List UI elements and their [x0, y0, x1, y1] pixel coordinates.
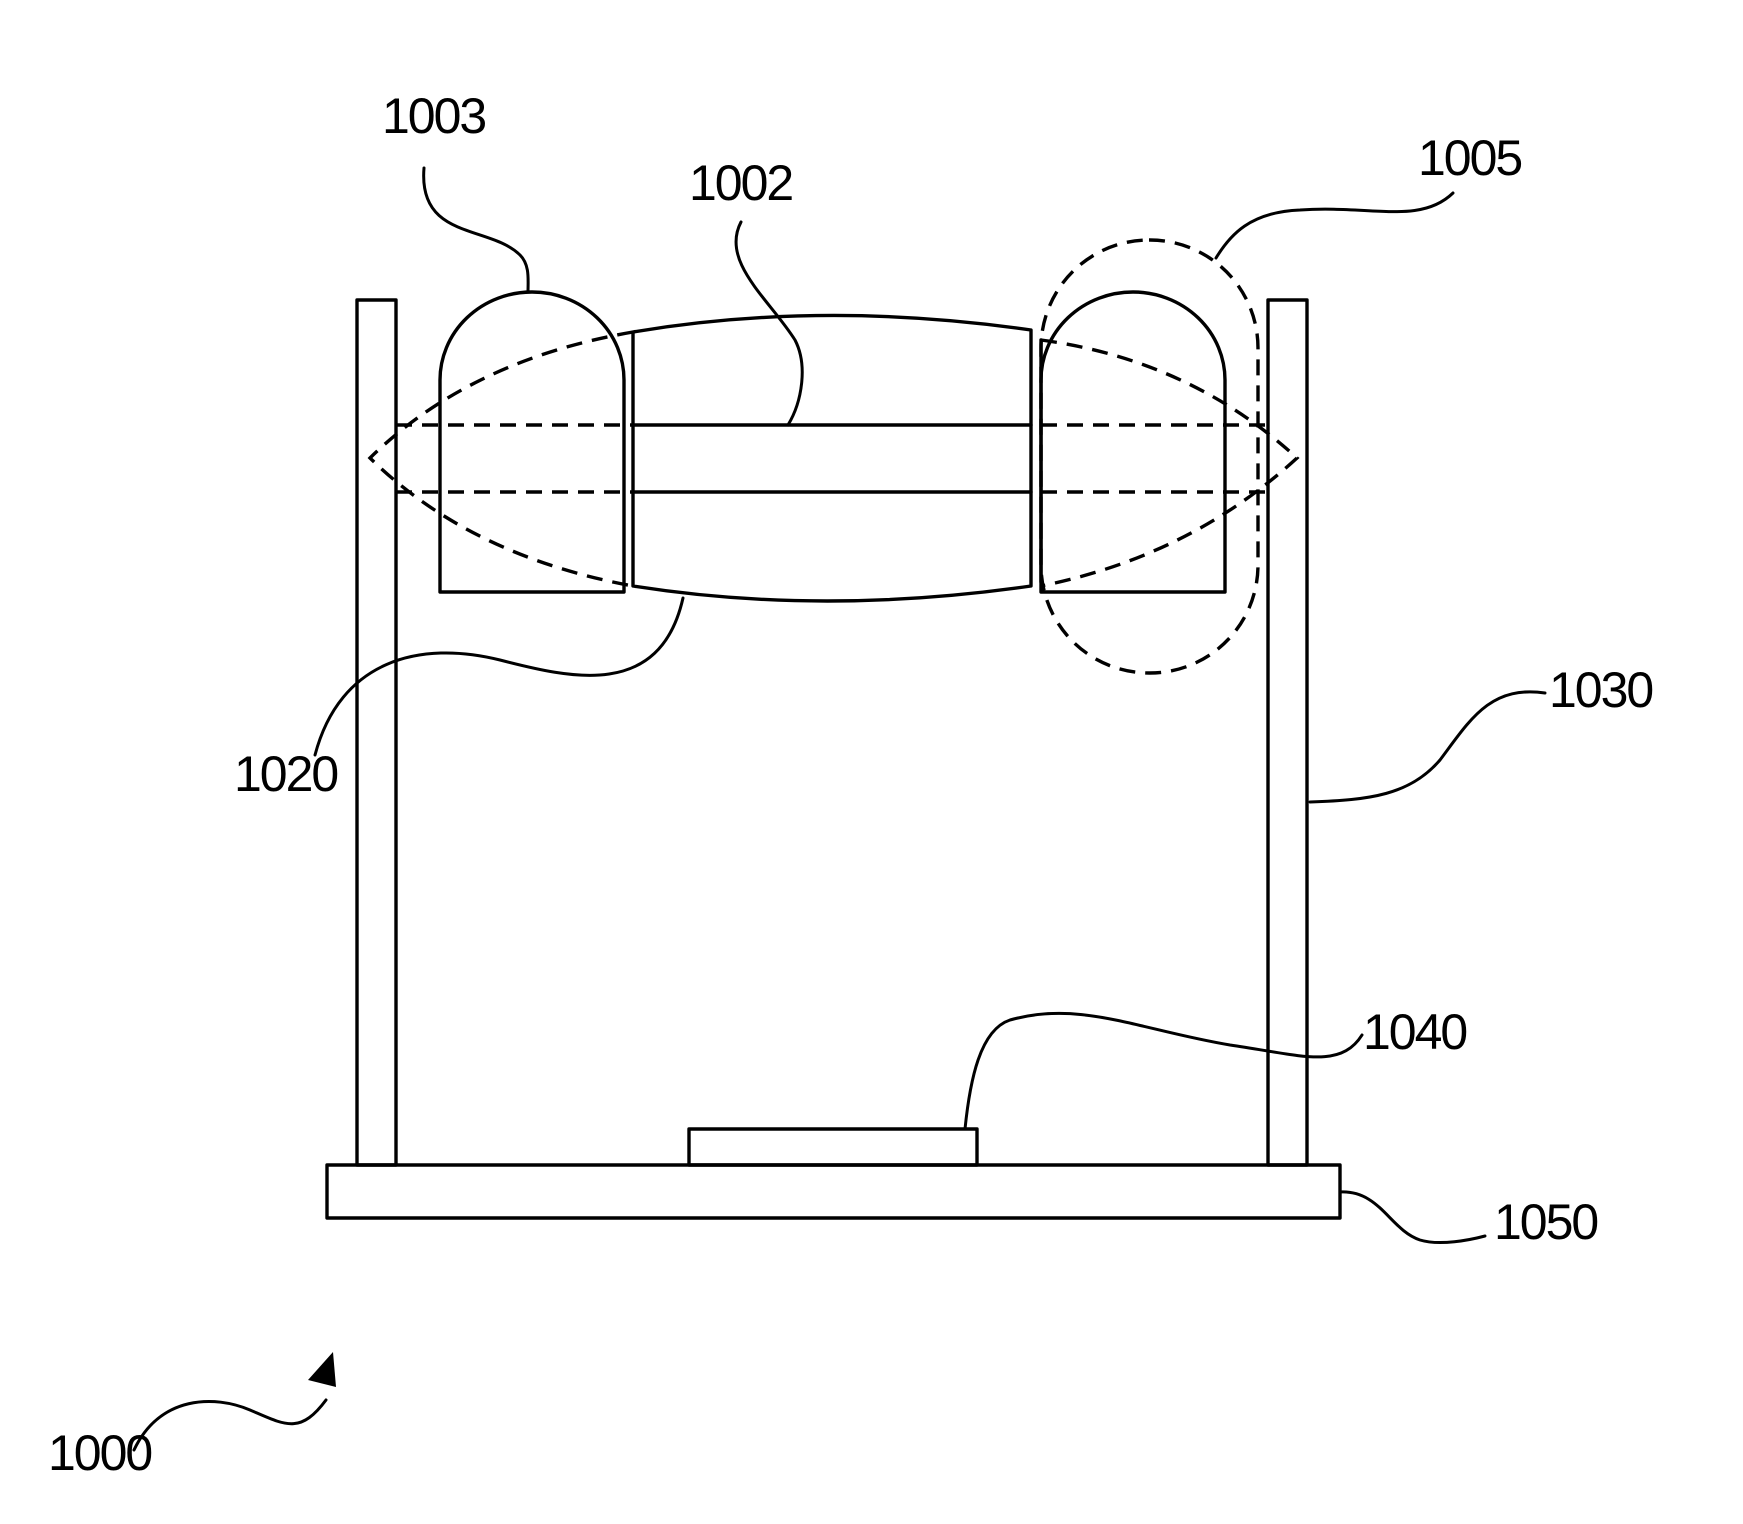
leader-1050 [1340, 1192, 1485, 1243]
dashed-lens-outline-left [370, 332, 633, 586]
label-1000: 1000 [48, 1425, 151, 1481]
left-lens-holder [440, 292, 624, 592]
base-plate [327, 1165, 1340, 1218]
label-1020: 1020 [234, 746, 337, 802]
label-1003: 1003 [382, 88, 485, 144]
leader-1005 [1216, 193, 1453, 258]
leader-1002 [736, 222, 802, 425]
label-1002: 1002 [689, 155, 792, 211]
arrowhead-1000-icon [308, 1352, 336, 1387]
lens-body [633, 315, 1031, 601]
left-post [357, 300, 396, 1165]
label-1040: 1040 [1363, 1004, 1466, 1060]
leader-1020 [315, 598, 683, 755]
label-1005: 1005 [1418, 130, 1521, 186]
leader-1040 [965, 1013, 1362, 1129]
leader-1003 [424, 168, 529, 292]
sensor-chip [689, 1129, 977, 1165]
leader-1000 [134, 1400, 326, 1450]
right-lens-holder [1041, 292, 1225, 592]
label-1050: 1050 [1494, 1194, 1597, 1250]
leader-1030 [1310, 692, 1545, 802]
label-1030: 1030 [1549, 662, 1652, 718]
right-post [1268, 300, 1307, 1165]
